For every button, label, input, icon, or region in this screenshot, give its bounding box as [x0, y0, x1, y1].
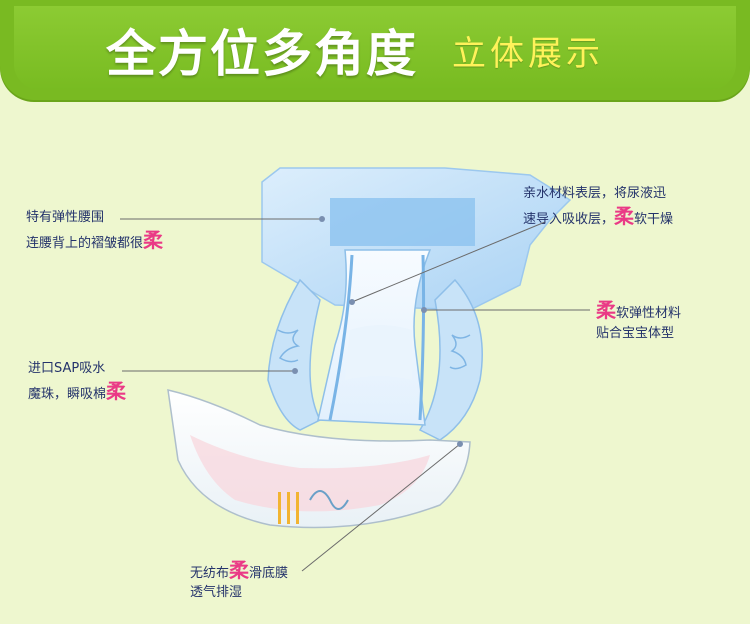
surface-label-line2: 速导入吸收层，柔软干燥	[523, 204, 674, 228]
page-title: 全方位多角度	[106, 25, 418, 83]
surface-label-line1: 亲水材料表层，将尿液迅	[523, 186, 667, 201]
elastic-label-line2: 贴合宝宝体型	[596, 326, 675, 341]
header-banner	[0, 0, 750, 100]
header-banner-inner	[14, 6, 736, 90]
backsheet-label-line1: 无纺布柔滑底膜	[190, 558, 289, 582]
soft-char: 柔	[596, 298, 616, 322]
soft-char: 柔	[106, 379, 127, 403]
soft-char: 柔	[614, 204, 635, 228]
waist-label-line1: 特有弹性腰围	[26, 210, 105, 225]
backsheet-label-line2: 透气排湿	[190, 585, 243, 600]
elastic-label-line1: 柔软弹性材料	[596, 298, 682, 322]
sap-label-line2: 魔珠，瞬吸棉柔	[28, 379, 127, 403]
waist-label-line2: 连腰背上的褶皱都很柔	[26, 228, 164, 252]
sap-label-line1: 进口SAP吸水	[28, 361, 106, 376]
page-subtitle: 立体展示	[452, 34, 604, 74]
soft-char: 柔	[229, 558, 250, 582]
soft-char: 柔	[143, 228, 164, 252]
